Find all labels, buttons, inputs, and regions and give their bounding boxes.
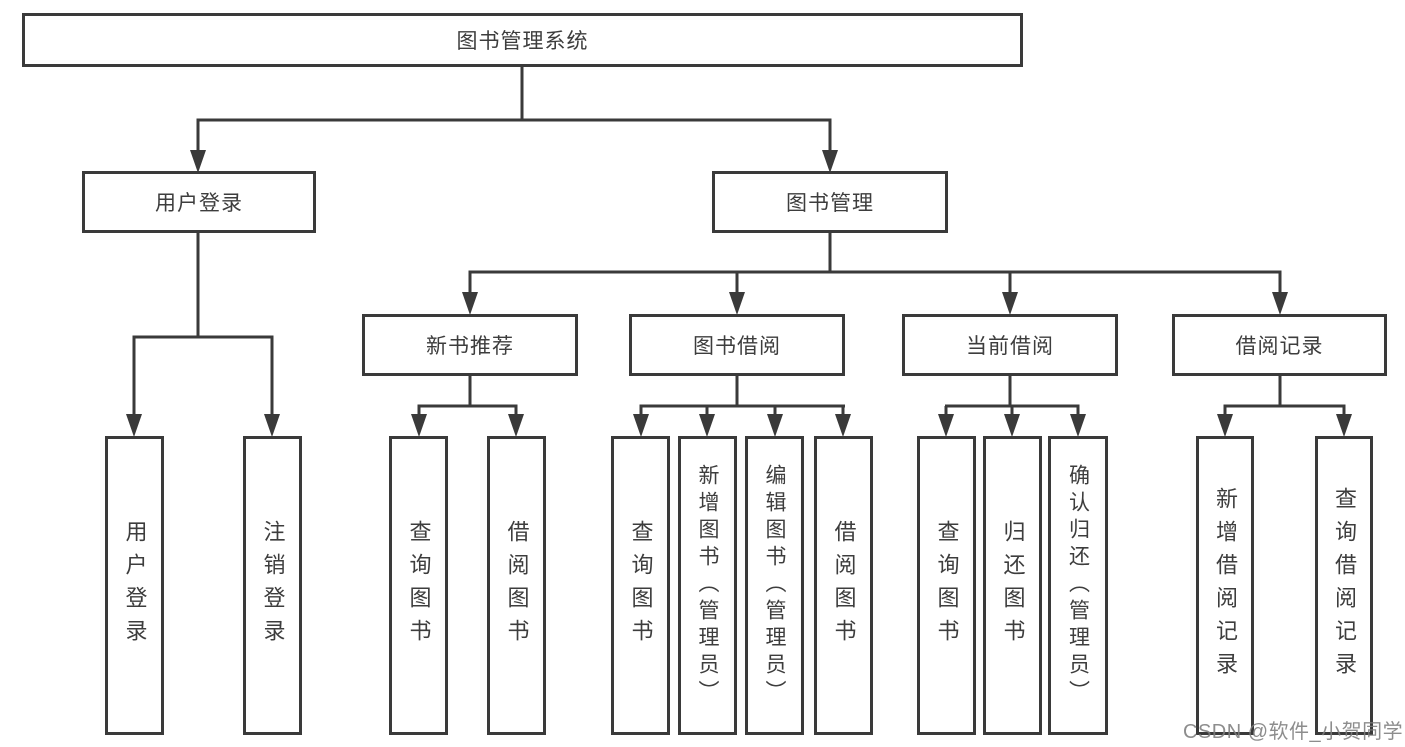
leaf-borrow-record-query-label: 查询借阅记录 bbox=[1332, 486, 1357, 685]
node-user-login-label: 用户登录 bbox=[155, 192, 243, 215]
leaf-current-borrow-return: 归还图书 bbox=[983, 436, 1042, 735]
node-root-label: 图书管理系统 bbox=[456, 30, 589, 53]
node-current-borrow-label: 当前借阅 bbox=[966, 335, 1054, 358]
node-book-management: 图书管理 bbox=[712, 171, 948, 233]
leaf-borrow-record-add: 新增借阅记录 bbox=[1196, 436, 1254, 735]
leaf-book-borrow-query: 查询图书 bbox=[611, 436, 670, 735]
leaf-book-borrow-borrow: 借阅图书 bbox=[814, 436, 873, 735]
leaf-borrow-record-add-label: 新增借阅记录 bbox=[1213, 486, 1238, 685]
node-user-login: 用户登录 bbox=[82, 171, 316, 233]
connector-borrow-record-children bbox=[1217, 376, 1352, 437]
connector-book-borrow-children bbox=[633, 376, 851, 437]
leaf-user-login-label: 用户登录 bbox=[122, 519, 148, 652]
leaf-book-borrow-add: 新增图书（管理员） bbox=[678, 436, 737, 735]
connector-user-login-children bbox=[126, 233, 280, 437]
leaf-current-borrow-query: 查询图书 bbox=[917, 436, 976, 735]
node-new-book: 新书推荐 bbox=[362, 314, 578, 376]
node-root: 图书管理系统 bbox=[22, 13, 1023, 67]
connector-book-management-modules bbox=[462, 233, 1288, 315]
leaf-logout-label: 注销登录 bbox=[260, 519, 286, 652]
node-new-book-label: 新书推荐 bbox=[426, 335, 514, 358]
connector-new-book-children bbox=[411, 376, 524, 437]
node-current-borrow: 当前借阅 bbox=[902, 314, 1118, 376]
leaf-book-borrow-borrow-label: 借阅图书 bbox=[831, 519, 857, 652]
node-book-management-label: 图书管理 bbox=[786, 192, 874, 215]
leaf-book-borrow-add-label: 新增图书（管理员） bbox=[696, 464, 719, 707]
leaf-book-borrow-edit: 编辑图书（管理员） bbox=[745, 436, 804, 735]
leaf-new-book-borrow-label: 借阅图书 bbox=[504, 519, 530, 652]
node-book-borrow-label: 图书借阅 bbox=[693, 335, 781, 358]
node-book-borrow: 图书借阅 bbox=[629, 314, 845, 376]
leaf-current-borrow-confirm: 确认归还（管理员） bbox=[1048, 436, 1108, 735]
leaf-current-borrow-query-label: 查询图书 bbox=[934, 519, 960, 652]
leaf-new-book-query: 查询图书 bbox=[389, 436, 448, 735]
leaf-new-book-query-label: 查询图书 bbox=[406, 519, 432, 652]
node-borrow-record-label: 借阅记录 bbox=[1235, 335, 1324, 358]
leaf-new-book-borrow: 借阅图书 bbox=[487, 436, 546, 735]
csdn-watermark: CSDN @软件_小贺同学 bbox=[1183, 721, 1404, 743]
connector-root-to-branches bbox=[190, 67, 838, 173]
leaf-current-borrow-confirm-label: 确认归还（管理员） bbox=[1066, 464, 1090, 707]
leaf-book-borrow-query-label: 查询图书 bbox=[628, 519, 654, 652]
leaf-book-borrow-edit-label: 编辑图书（管理员） bbox=[763, 464, 786, 707]
leaf-current-borrow-return-label: 归还图书 bbox=[1000, 519, 1026, 652]
node-borrow-record: 借阅记录 bbox=[1172, 314, 1387, 376]
connector-current-borrow-children bbox=[938, 376, 1086, 437]
leaf-logout: 注销登录 bbox=[243, 436, 302, 735]
leaf-user-login: 用户登录 bbox=[105, 436, 164, 735]
leaf-borrow-record-query: 查询借阅记录 bbox=[1315, 436, 1373, 735]
